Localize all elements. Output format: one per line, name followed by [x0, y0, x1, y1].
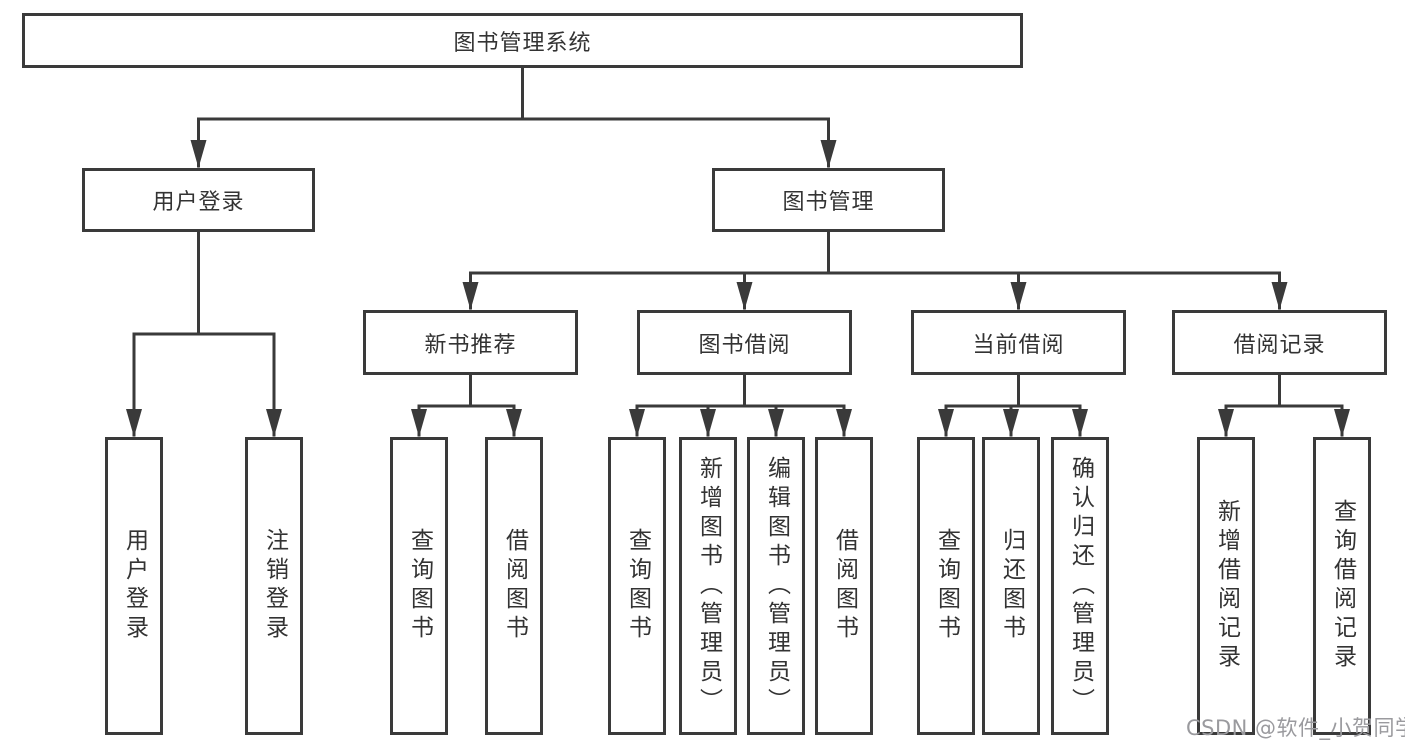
leaf-label: 新增借阅记录	[1213, 499, 1240, 673]
node-label: 新书推荐	[424, 332, 517, 358]
node-current-borrowing: 当前借阅	[911, 310, 1126, 375]
node-book-borrowing: 图书借阅	[637, 310, 852, 375]
leaf-borrow-books: 借阅图书	[815, 437, 873, 735]
leaf-label: 归还图书	[998, 528, 1025, 644]
csdn-watermark: CSDN @软件_小贺同学	[1186, 716, 1405, 740]
leaf-label: 借阅图书	[831, 528, 858, 644]
node-library-management-system: 图书管理系统	[22, 13, 1023, 68]
leaf-edit-books-admin: 编辑图书（管理员）	[747, 437, 805, 735]
leaf-label: 编辑图书（管理员）	[763, 455, 790, 717]
node-label: 用户登录	[152, 190, 245, 215]
node-new-book-recommend: 新书推荐	[363, 310, 578, 375]
leaf-return-books: 归还图书	[982, 437, 1040, 735]
node-book-management: 图书管理	[712, 168, 945, 232]
node-label: 图书借阅	[698, 332, 791, 358]
leaf-add-borrow-record: 新增借阅记录	[1197, 437, 1255, 735]
leaf-label: 借阅图书	[501, 528, 528, 644]
node-label: 当前借阅	[972, 332, 1065, 358]
leaf-label: 确认归还（管理员）	[1067, 455, 1094, 717]
node-label: 图书管理系统	[453, 30, 592, 56]
leaf-logout: 注销登录	[245, 437, 303, 735]
leaf-query-books-recommend: 查询图书	[390, 437, 448, 735]
leaf-confirm-return-admin: 确认归还（管理员）	[1051, 437, 1109, 735]
node-borrowing-records: 借阅记录	[1172, 310, 1387, 375]
leaf-borrow-books-recommend: 借阅图书	[485, 437, 543, 735]
leaf-label: 查询图书	[933, 528, 960, 644]
leaf-label: 新增图书（管理员）	[695, 455, 722, 717]
leaf-label: 查询图书	[406, 528, 433, 644]
node-user-login: 用户登录	[82, 168, 315, 232]
leaf-user-login: 用户登录	[105, 437, 163, 735]
leaf-label: 查询图书	[624, 528, 651, 644]
leaf-query-borrow-record: 查询借阅记录	[1313, 437, 1371, 735]
leaf-label: 注销登录	[261, 528, 288, 644]
leaf-query-books-borrow: 查询图书	[608, 437, 666, 735]
leaf-add-books-admin: 新增图书（管理员）	[679, 437, 737, 735]
node-label: 借阅记录	[1233, 332, 1326, 358]
leaf-label: 查询借阅记录	[1329, 499, 1356, 673]
node-label: 图书管理	[782, 190, 875, 215]
leaf-query-books-current: 查询图书	[917, 437, 975, 735]
leaf-label: 用户登录	[121, 528, 148, 644]
